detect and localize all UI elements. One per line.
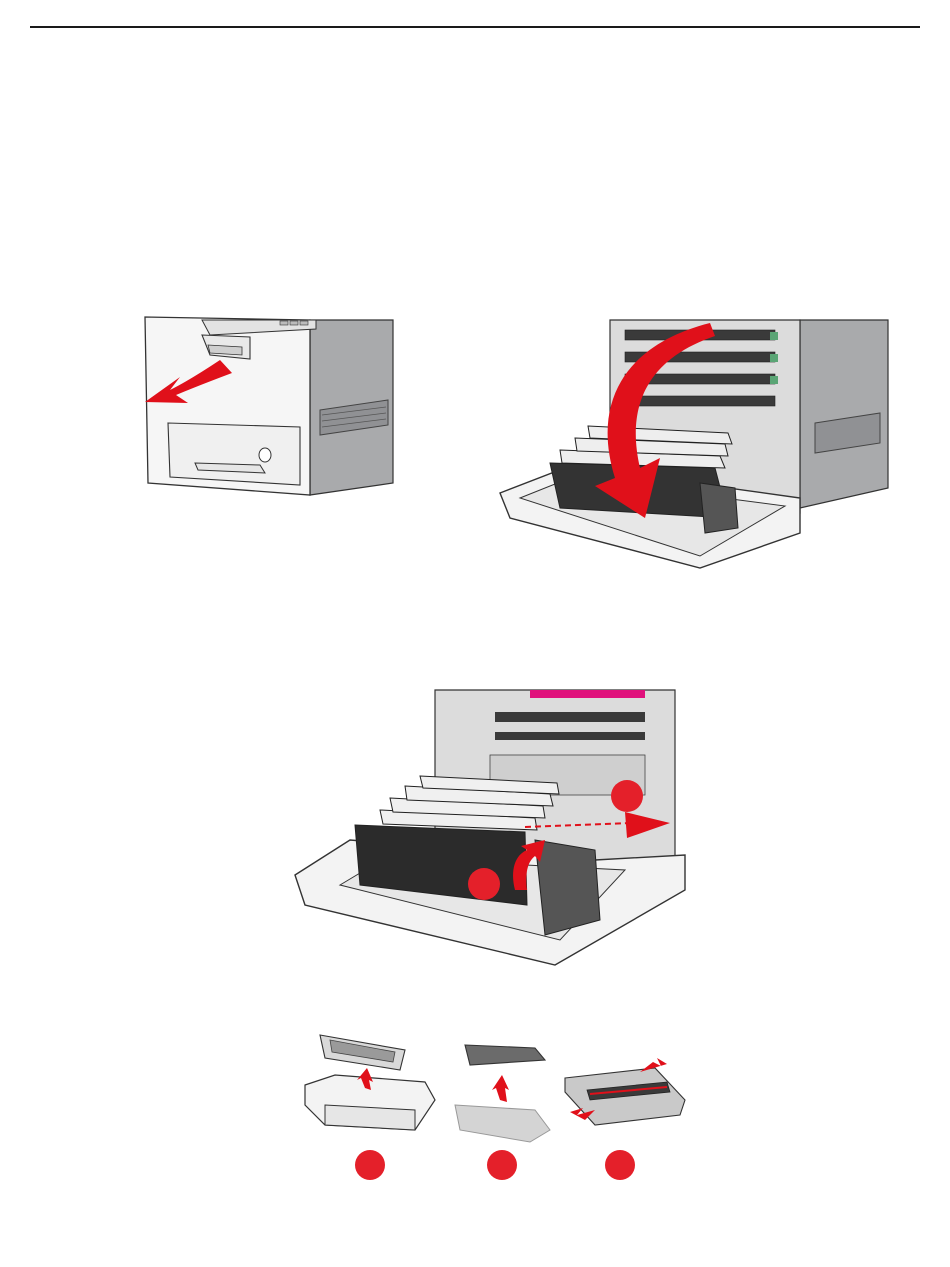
callout-2-marker [611,780,643,812]
callout-1-marker [468,868,500,900]
callout-1-marker [355,1150,385,1180]
arrow-up-icon-2 [492,1075,509,1102]
figure-unpack-new-kit [295,1030,690,1180]
header-rule [30,26,920,28]
magenta-cartridge [530,690,645,698]
figure-lower-front-door [500,318,895,573]
callout-3-marker [605,1150,635,1180]
figure-remove-photoconductor-kit [295,690,685,975]
figure-open-front-door [140,315,400,505]
callout-2-marker [487,1150,517,1180]
